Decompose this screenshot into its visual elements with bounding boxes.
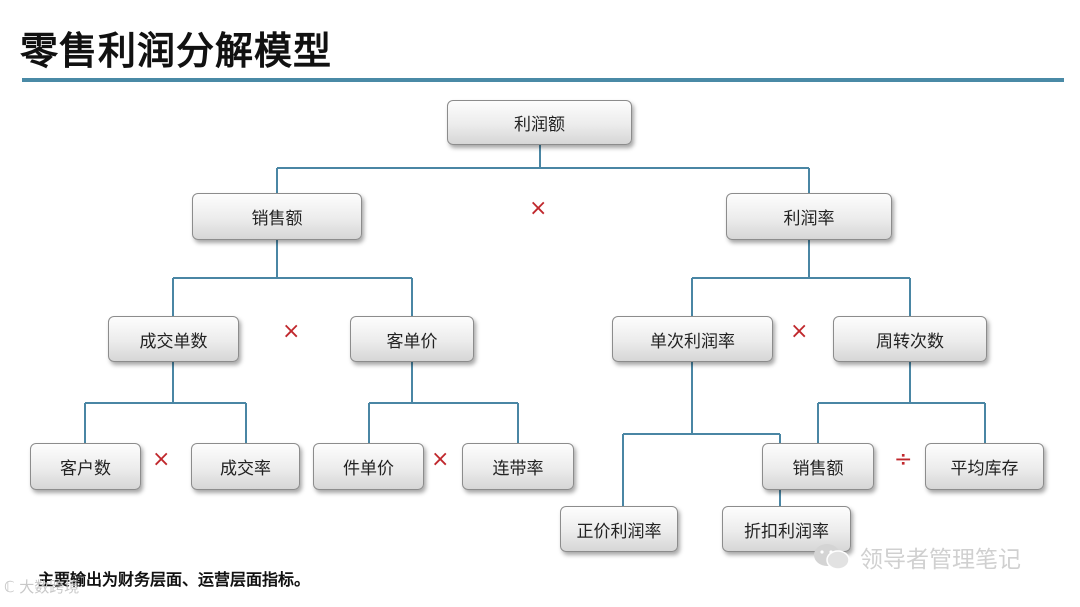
multiply-operator: × [431, 447, 450, 472]
connector-sales [172, 240, 413, 316]
watermark-right: 领导者管理笔记 [812, 540, 1021, 574]
title-underline [22, 78, 1064, 82]
node-unit-price: 件单价 [313, 443, 424, 490]
connector-unit-profit [622, 362, 781, 506]
node-sales-amount-2: 销售额 [762, 443, 874, 490]
multiply-operator: × [529, 196, 548, 221]
divide-operator: ÷ [894, 447, 913, 472]
multiply-operator: × [152, 447, 171, 472]
connector-avg-order [368, 362, 519, 443]
connector-order-count [84, 362, 247, 443]
node-profit-amount: 利润额 [447, 100, 632, 145]
node-order-count: 成交单数 [108, 316, 239, 362]
multiply-operator: × [790, 319, 809, 344]
node-unit-profit-rate: 单次利润率 [612, 316, 773, 362]
watermark-left: ℂ 大数跨境 [4, 578, 80, 596]
node-profit-rate: 利润率 [726, 193, 892, 240]
connector-turnover [817, 362, 986, 443]
node-attach-rate: 连带率 [462, 443, 574, 490]
node-sales-amount: 销售额 [192, 193, 362, 240]
node-full-price-profit-rate: 正价利润率 [560, 506, 678, 552]
node-avg-order-value: 客单价 [350, 316, 474, 362]
node-avg-inventory: 平均库存 [925, 443, 1044, 490]
connector-profit-rate [691, 240, 911, 316]
watermark-right-text: 领导者管理笔记 [860, 547, 1021, 573]
node-discount-profit-rate: 折扣利润率 [722, 506, 851, 552]
footnote: 主要输出为财务层面、运营层面指标。 [38, 570, 311, 589]
node-turnover-times: 周转次数 [833, 316, 987, 362]
node-customer-count: 客户数 [30, 443, 141, 490]
node-conversion-rate: 成交率 [191, 443, 300, 490]
multiply-operator: × [282, 319, 301, 344]
wechat-icon [812, 542, 852, 572]
connector-root [276, 145, 810, 193]
page-title: 零售利润分解模型 [20, 29, 333, 73]
